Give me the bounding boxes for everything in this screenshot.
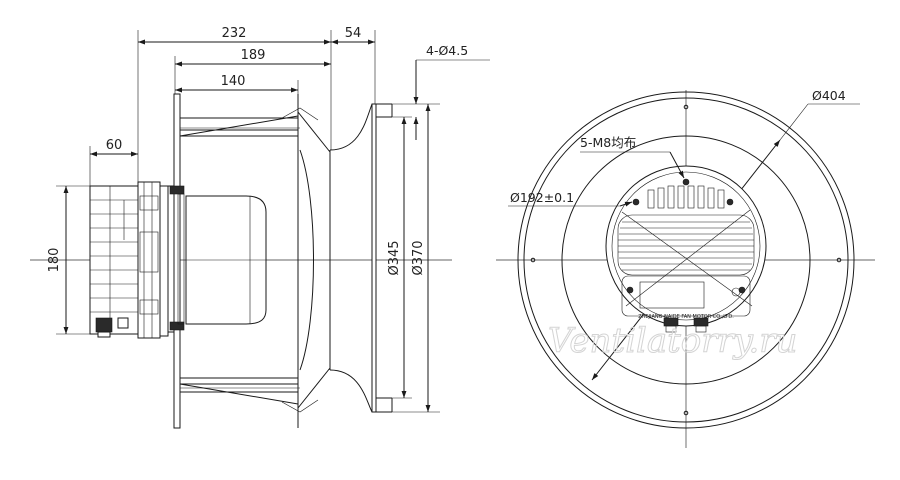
electronics-box <box>89 181 161 339</box>
bolt-holes <box>626 178 746 294</box>
motor-body <box>185 195 267 325</box>
impeller-shroud <box>299 103 393 413</box>
top-fins <box>647 185 725 209</box>
watermark: Ventilatorry.ru <box>548 321 797 361</box>
pitch-circle-note: Ø192±0.1 <box>510 190 574 205</box>
front-view: Ø404 <box>496 88 875 448</box>
impeller-back-plate <box>173 93 181 429</box>
dim-motor-length: 140 <box>221 74 246 89</box>
outer-circle <box>517 91 855 429</box>
dim-diameter-inner: Ø345 <box>387 240 402 275</box>
dim-rotor-length: 189 <box>241 48 266 63</box>
holes-note: 4-Ø4.5 <box>426 43 468 58</box>
dim-diameter-outer: Ø370 <box>411 240 426 275</box>
side-view: 232 54 189 140 60 180 4-Ø4.5 Ø345 Ø370 <box>30 26 490 429</box>
flange-circle <box>523 97 849 423</box>
dim-flange-width: 54 <box>345 26 362 41</box>
dim-outer-diameter: Ø404 <box>812 88 846 103</box>
nameplate-text: ZHEJIANG NAIDE FAN MOTOR CO.,LTD. <box>638 314 734 320</box>
pitch-leader <box>619 201 633 207</box>
impeller-blades <box>179 94 331 428</box>
bolt-note: 5-M8均布 <box>580 135 636 150</box>
bolt-leader <box>669 151 685 179</box>
dim-overall-length: 232 <box>222 26 247 41</box>
inlet-circle <box>561 135 811 385</box>
dim-box-height: 180 <box>47 248 62 273</box>
dim-box-depth: 60 <box>106 138 123 153</box>
